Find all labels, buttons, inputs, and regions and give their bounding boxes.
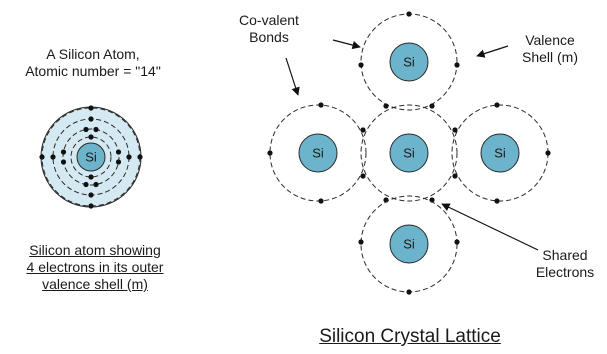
si-nucleus — [389, 224, 429, 264]
arrow-valence-shell — [476, 45, 509, 58]
atom-shell-k — [70, 136, 112, 178]
atom-caption-line2: 4 electrons in its outer — [26, 259, 164, 275]
si-nucleus — [298, 133, 338, 173]
electron — [454, 62, 460, 68]
electron — [60, 149, 67, 155]
electron — [318, 102, 324, 108]
electron — [406, 289, 412, 295]
valence-electron — [88, 192, 94, 198]
electron — [406, 11, 412, 17]
atom-nucleus — [76, 142, 106, 172]
valence-electron — [50, 154, 56, 160]
shared-electron — [360, 173, 366, 179]
valence-shell-line2: Shell (m) — [521, 49, 578, 65]
electron — [267, 150, 273, 156]
valence-electron — [88, 116, 94, 122]
atom-caption: Silicon atom showing 4 electrons in its … — [5, 242, 185, 293]
si-label: Si — [494, 146, 506, 161]
electron — [494, 198, 500, 204]
shared-electron — [452, 173, 458, 179]
electron — [358, 62, 364, 68]
atom-electrons — [39, 105, 143, 209]
si-nucleus — [389, 133, 429, 173]
si-label: Si — [403, 146, 415, 161]
si-label: Si — [403, 55, 415, 70]
lattice-atom-left: Si — [267, 102, 367, 204]
shared-electrons-label: Shared Electrons — [525, 247, 605, 281]
electron — [115, 149, 122, 155]
electron — [137, 154, 143, 160]
covalent-bonds-line1: Co-valent — [239, 12, 299, 28]
electron — [83, 181, 89, 188]
shared-electrons-line1: Shared — [542, 247, 588, 263]
lattice-atom-center: Si — [360, 103, 458, 203]
atom-shell-l — [62, 128, 120, 186]
valence-shell-label: Valence Shell (m) — [506, 32, 594, 66]
valence-shell — [360, 104, 458, 202]
atom-title: A Silicon Atom, Atomic number = "14" — [8, 46, 178, 80]
si-label: Si — [403, 237, 415, 252]
electron — [318, 198, 324, 204]
covalent-bonds-line2: Bonds — [249, 29, 289, 45]
electron — [93, 126, 99, 133]
electron — [39, 154, 45, 160]
covalent-bonds-label: Co-valent Bonds — [220, 12, 318, 46]
electron — [494, 102, 500, 108]
atom-caption-line3: valence shell (m) — [42, 276, 148, 292]
atom-caption-line1: Silicon atom showing — [29, 242, 161, 258]
valence-shell — [269, 104, 367, 202]
atom-title-line1: A Silicon Atom, — [46, 46, 140, 62]
lattice-title: Silicon Crystal Lattice — [319, 326, 501, 347]
si-label: Si — [312, 146, 324, 161]
si-nucleus — [480, 133, 520, 173]
arrow-shared-electrons — [441, 203, 539, 251]
atom-title-line2: Atomic number = "14" — [25, 63, 161, 79]
electron — [93, 181, 99, 188]
electron — [83, 126, 89, 133]
shared-electrons-line2: Electrons — [535, 264, 595, 280]
callout-arrows — [285, 39, 539, 251]
lattice-atom-top: Si — [358, 11, 460, 111]
electron — [115, 159, 122, 165]
electron — [88, 203, 94, 209]
arrow-covalent-left — [285, 57, 300, 96]
electron — [545, 150, 551, 156]
electron — [358, 239, 364, 245]
shared-electron — [383, 103, 389, 109]
electron — [454, 239, 460, 245]
electron — [88, 105, 94, 111]
lattice-atom-right: Si — [451, 102, 551, 204]
shared-electron — [429, 103, 435, 109]
atom-nucleus-label: Si — [85, 150, 97, 165]
electron — [88, 134, 94, 140]
silicon-atom: Si — [39, 105, 143, 209]
electron — [60, 159, 67, 165]
valence-shell-line1: Valence — [525, 32, 575, 48]
crystal-lattice: Si Si Si — [267, 11, 551, 295]
valence-electron — [126, 154, 132, 160]
shared-electron — [360, 127, 366, 133]
electron — [88, 174, 94, 180]
shared-electron — [452, 127, 458, 133]
arrow-covalent-top — [332, 39, 361, 50]
si-nucleus — [389, 42, 429, 82]
lattice-atom-bottom: Si — [358, 195, 460, 295]
